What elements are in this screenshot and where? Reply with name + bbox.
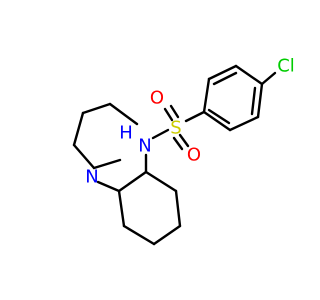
bond bbox=[207, 64, 238, 81]
atom-amide-nitrogen: N bbox=[138, 136, 151, 157]
bond-line bbox=[169, 104, 180, 119]
bond bbox=[256, 82, 264, 119]
bond bbox=[202, 110, 232, 132]
bond bbox=[202, 77, 211, 114]
bond bbox=[117, 170, 148, 193]
bond-s-o-bottom-double bbox=[172, 133, 190, 151]
bond-inner bbox=[250, 86, 257, 116]
bond-inner bbox=[207, 108, 231, 125]
bond bbox=[152, 224, 182, 246]
bond-inner bbox=[212, 71, 238, 86]
bond bbox=[228, 115, 260, 132]
benzene-ring bbox=[202, 64, 264, 132]
bond-s-o-top-double bbox=[163, 104, 180, 122]
atom-amide-hydrogen: H bbox=[119, 123, 133, 144]
bond-line bbox=[163, 107, 174, 122]
bond bbox=[174, 189, 182, 228]
cyclohexane-ring bbox=[117, 170, 182, 246]
bond bbox=[72, 111, 85, 147]
atom-chlorine: Cl bbox=[277, 56, 295, 77]
bond bbox=[92, 158, 122, 170]
bond bbox=[122, 224, 156, 246]
piperidine-ring bbox=[72, 102, 139, 170]
bond bbox=[144, 170, 178, 193]
bond-amide-n-to-sulfur bbox=[151, 128, 170, 140]
molecule-svg: N H N S O O Cl bbox=[72, 56, 295, 246]
bond bbox=[72, 143, 96, 170]
bond bbox=[81, 102, 112, 115]
bond-sulfur-to-benzene bbox=[184, 110, 206, 123]
bond-line bbox=[172, 136, 184, 151]
molecule-diagram: N H N S O O Cl bbox=[72, 55, 295, 246]
bond bbox=[108, 102, 139, 126]
bond bbox=[234, 64, 264, 86]
bond bbox=[117, 189, 126, 228]
bond-benzene-to-chlorine bbox=[260, 71, 277, 86]
bond-line bbox=[178, 133, 190, 148]
atom-sulfur: S bbox=[170, 118, 181, 139]
atom-nitrogen-ring: N bbox=[85, 167, 98, 188]
atom-oxygen-bottom: O bbox=[187, 145, 201, 166]
bond-n-ring-to-cyclohexane bbox=[96, 180, 121, 193]
atom-oxygen-top: O bbox=[150, 88, 164, 109]
